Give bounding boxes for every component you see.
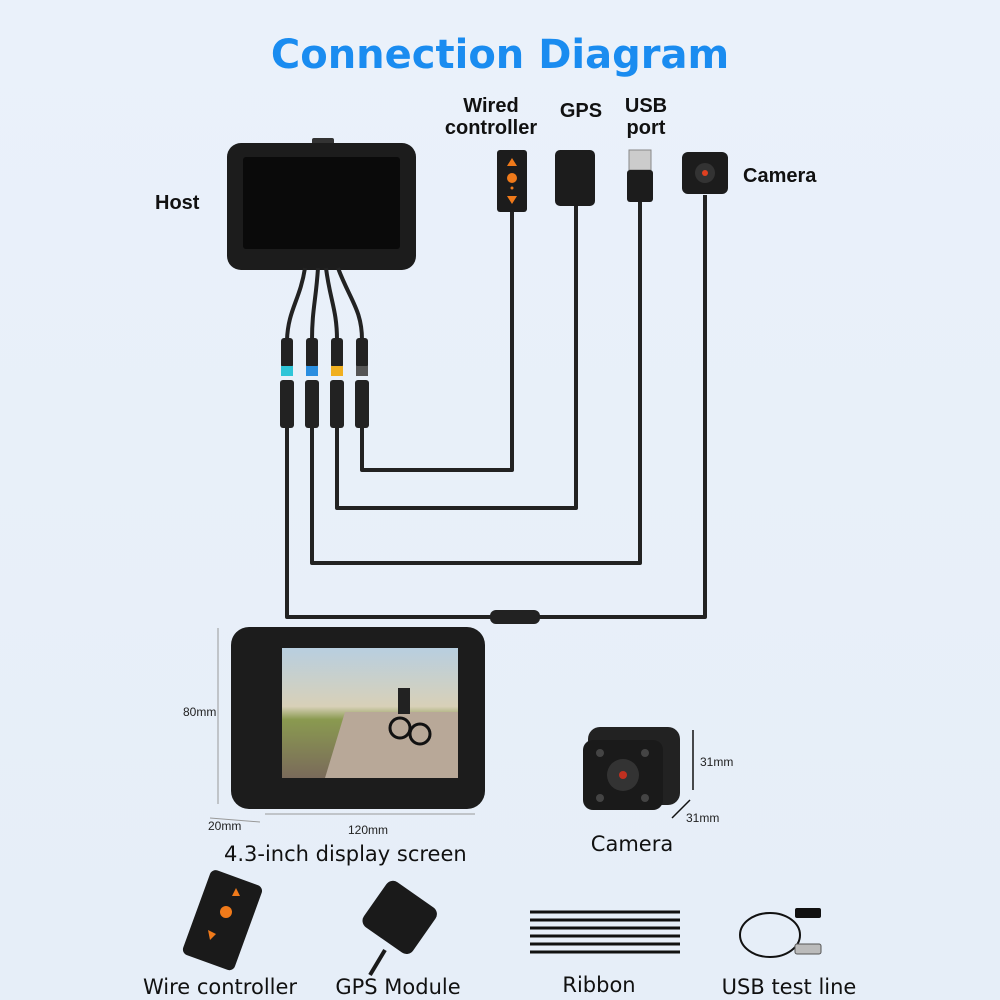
camera-detail-image [583,727,694,819]
dim-camera-depth: 31mm [686,811,719,825]
dim-screen-height: 80mm [183,705,216,719]
wire-gps [335,205,578,510]
usb-test-line-icon [739,908,822,958]
label-camera: Camera [743,165,817,187]
dim-camera-height: 31mm [700,755,733,769]
wire-controller [360,212,514,472]
label-wired-controller-line1: Wired [463,95,518,117]
caption-ribbon: Ribbon [562,973,635,997]
wire-usb [310,200,642,565]
display-screen-image [209,627,485,823]
cable-connectors [280,338,369,428]
caption-gps-module: GPS Module [335,975,460,999]
label-usb-line2: port [627,117,666,139]
label-gps: GPS [560,100,602,122]
label-host: Host [155,192,200,214]
wire-controller-accessory-icon [182,870,263,971]
caption-camera: Camera [591,832,673,856]
dim-screen-depth: 20mm [208,819,241,833]
ribbon-cable-ties-icon [530,910,680,954]
inline-connector-icon [490,610,540,624]
label-wired-controller-line2: controller [445,117,537,139]
dim-screen-width: 120mm [348,823,388,837]
host-device-icon [227,138,416,270]
wired-controller-icon [497,150,527,212]
usb-plug-icon [627,149,653,202]
host-cables [285,267,364,341]
camera-icon [682,152,728,194]
gps-module-icon [555,150,595,206]
caption-wire-controller: Wire controller [143,975,297,999]
caption-usb-test-line: USB test line [722,975,857,999]
caption-display: 4.3-inch display screen [224,842,467,866]
label-usb-line1: USB [625,95,667,117]
gps-module-accessory-icon [362,880,437,977]
diagram-title: Connection Diagram [271,32,729,78]
